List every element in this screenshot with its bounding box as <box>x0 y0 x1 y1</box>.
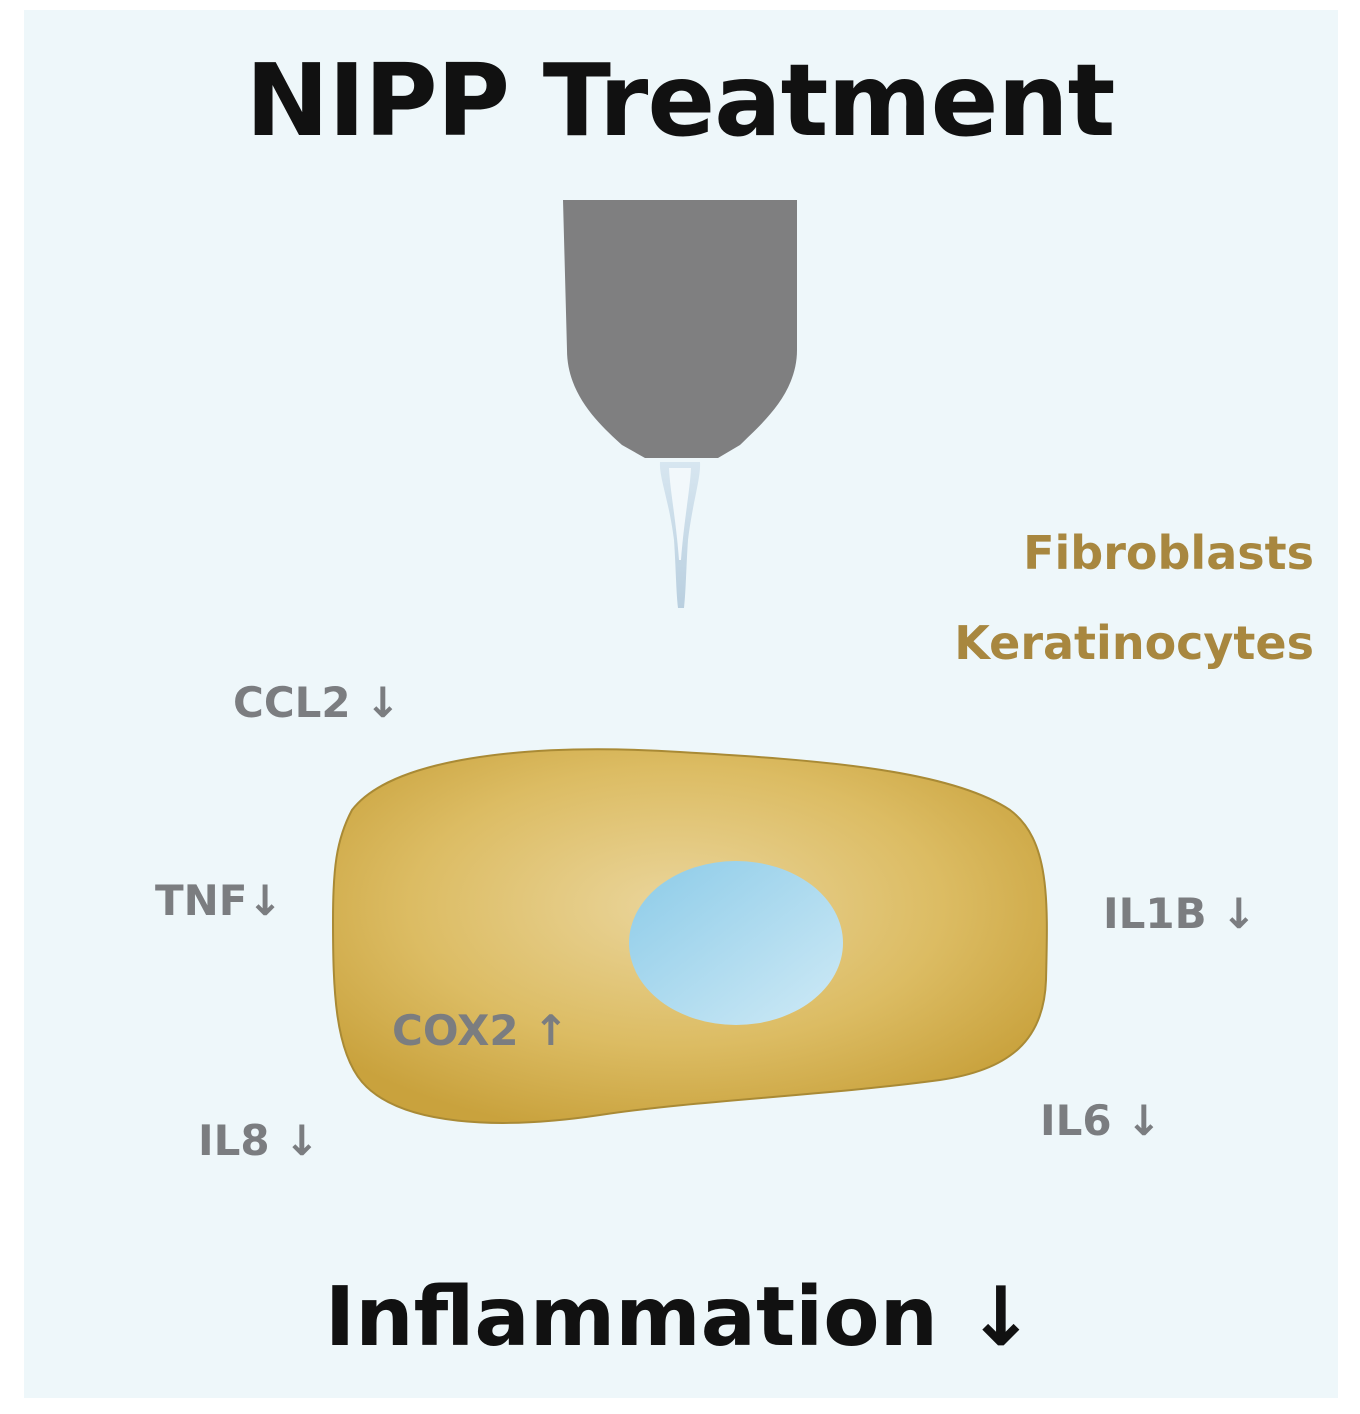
cell-type-label-keratinocytes: Keratinocytes <box>954 616 1314 670</box>
cell-type-label-fibroblasts: Fibroblasts <box>1023 526 1314 580</box>
cytokine-label-il8: IL8 ↓ <box>198 1116 320 1165</box>
plasma-jet-core <box>669 468 691 560</box>
plasma-device-nozzle <box>563 200 797 458</box>
cytokine-label-il1b: IL1B ↓ <box>1103 889 1257 938</box>
cytokine-label-tnf: TNF↓ <box>155 876 283 925</box>
cell-nucleus <box>629 861 843 1025</box>
outcome-label: Inflammation ↓ <box>324 1270 1036 1365</box>
cytokine-label-ccl2: CCL2 ↓ <box>233 678 401 727</box>
cytokine-label-cox2: COX2 ↑ <box>392 1006 569 1055</box>
cytokine-label-il6: IL6 ↓ <box>1040 1096 1162 1145</box>
figure-title: NIPP Treatment <box>245 42 1116 159</box>
